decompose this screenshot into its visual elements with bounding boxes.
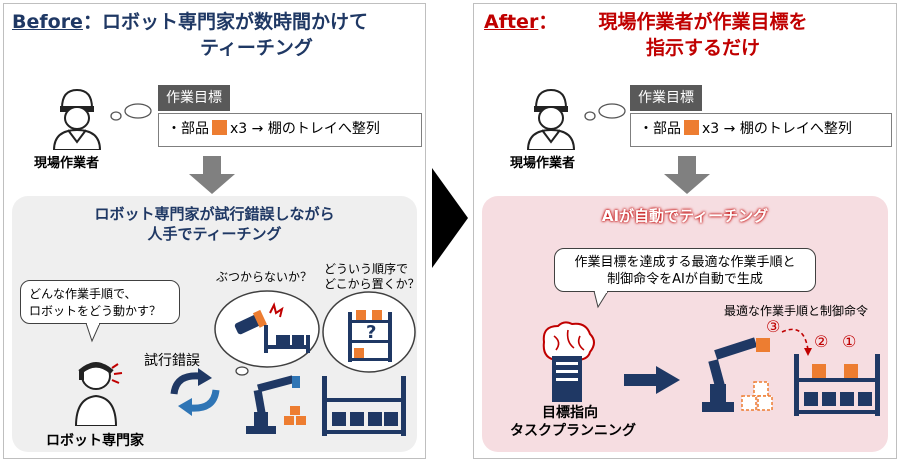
worker-icon [52, 88, 102, 150]
after-title-line1: 現場作業者が作業目標を [598, 11, 808, 33]
before-to-after-arrow [432, 168, 468, 268]
ai-note-line2: 制御命令をAIが自動で生成 [607, 272, 763, 287]
robot-arm-icon [246, 375, 306, 434]
question-bubble-tail [85, 323, 101, 343]
planner-label-line1: 目標指向 [542, 405, 598, 421]
optimal-label: 最適な作業手順と制御命令 [724, 304, 869, 318]
ai-note-tail [593, 291, 609, 309]
goal-bullet: ・部品 [639, 121, 681, 137]
thought-order: どういう順序で どこから置くか？ [324, 262, 420, 292]
brain-computer-icon [542, 321, 595, 402]
down-arrow-icon [189, 156, 235, 194]
ai-note-bubble: 作業目標を達成する最適な作業手順と 制御命令をAIが自動で生成 [554, 248, 816, 292]
down-arrow-icon [664, 156, 710, 194]
part-square-icon [212, 120, 227, 135]
step-order-arrows [781, 328, 812, 356]
after-word: After [484, 11, 539, 33]
before-title-line2: ティーチング [200, 37, 313, 59]
ai-heading: AIが自動でティーチング [601, 207, 769, 225]
before-title: Before：ロボット専門家が数時間かけて [12, 10, 368, 34]
order-thought-cloud: ? [322, 291, 416, 373]
step-2-badge: ② [814, 332, 829, 351]
before-panel: Before：ロボット専門家が数時間かけて ティーチング 現場作業者 作業目標 … [3, 3, 426, 459]
after-panel: After： 現場作業者が作業目標を 指示するだけ 現場作業者 作業目標 ・部品… [473, 3, 897, 459]
step-3-badge: ③ [766, 317, 781, 336]
planner-label: 目標指向 タスクプランニング [510, 404, 636, 440]
ai-robot-arm-icon [702, 337, 773, 412]
before-word: Before [12, 11, 83, 33]
expert-heading-line2: 人手でティーチング [147, 225, 282, 243]
expert-label: ロボット専門家 [46, 433, 144, 449]
shelf-icon [322, 376, 406, 436]
after-title: 現場作業者が作業目標を 指示するだけ [598, 10, 808, 60]
step-1-badge: ① [842, 332, 857, 351]
goal-box: ・部品 x3 → 棚のトレイへ整列 [158, 113, 422, 147]
ai-area [482, 196, 888, 452]
worker-label: 現場作業者 [510, 156, 576, 171]
thought-dots-icon [584, 103, 626, 121]
planner-label-line2: タスクプランニング [510, 423, 636, 439]
worker-icon [526, 88, 576, 150]
expert-heading: ロボット専門家が試行錯誤しながら 人手でティーチング [12, 204, 417, 244]
question-bubble: どんな作業手順で、 ロボットをどう動かす？ [20, 280, 180, 324]
goal-tag: 作業目標 [158, 85, 230, 111]
ai-shelf-icon [794, 354, 880, 416]
goal-rest: x3 → 棚のトレイへ整列 [702, 121, 852, 137]
goal-bullet: ・部品 [167, 121, 209, 137]
question-line2: ロボットをどう動かす？ [29, 304, 162, 318]
thought-order-line2: どこから置くか？ [324, 277, 420, 291]
trial-label: 試行錯誤 [144, 353, 200, 369]
goal-rest: x3 → 棚のトレイへ整列 [230, 121, 380, 137]
worker-label: 現場作業者 [34, 156, 100, 171]
collision-thought-cloud [214, 290, 320, 376]
svg-text:?: ? [366, 322, 376, 343]
before-title-line1: ：ロボット専門家が数時間かけて [82, 11, 368, 33]
right-arrow-icon [624, 366, 680, 394]
ai-note-line1: 作業目標を達成する最適な作業手順と [574, 255, 796, 270]
goal-box: ・部品 x3 → 棚のトレイへ整列 [630, 113, 892, 147]
thought-order-line1: どういう順序で [324, 262, 409, 276]
cycle-arrows-icon [170, 368, 220, 416]
part-square-icon [684, 120, 699, 135]
expert-heading-line1: ロボット専門家が試行錯誤しながら [94, 205, 335, 223]
goal-tag: 作業目標 [630, 85, 702, 111]
thought-collision: ぶつからないか？ [216, 270, 313, 284]
thought-dots-icon [110, 103, 152, 121]
after-colon: ： [538, 11, 558, 33]
question-line1: どんな作業手順で、 [29, 287, 137, 301]
expert-icon [74, 362, 123, 426]
after-title-word-line: After： [484, 10, 557, 34]
after-title-line2: 指示するだけ [645, 37, 760, 59]
